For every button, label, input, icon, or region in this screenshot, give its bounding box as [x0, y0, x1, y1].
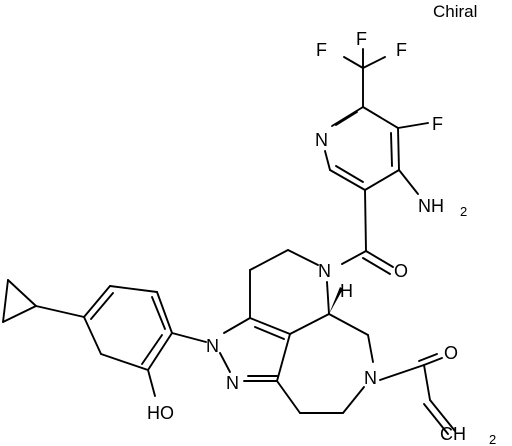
carbonyl-oxygen: O	[394, 261, 408, 281]
amide-carbonyl: O	[341, 189, 408, 281]
azepane-nitrogen: N	[364, 368, 377, 388]
tricyclic-core: N H N N N	[206, 249, 377, 414]
acryl-oxygen: O	[444, 343, 458, 363]
fluorine-atom-left: F	[316, 40, 327, 60]
trifluoromethyl-group: F F F	[316, 29, 407, 108]
chiral-label: Chiral	[433, 2, 477, 21]
fluorine-atom-top: F	[356, 29, 367, 49]
hydroxyl-group: HO	[147, 403, 174, 423]
pyrazole-nitrogen-2: N	[226, 373, 239, 393]
stereocenter-hydrogen: H	[340, 281, 353, 301]
acryloyl-group: O CH 2	[379, 343, 496, 446]
amino-nitrogen: NH	[418, 196, 444, 216]
amide-nitrogen: N	[318, 261, 331, 281]
fluorine-atom-ring: F	[432, 114, 443, 134]
methylene-subscript: 2	[489, 432, 496, 446]
amino-subscript: 2	[460, 204, 467, 219]
pyrazole-nitrogen-1: N	[206, 336, 219, 356]
fluorine-atom-right: F	[396, 40, 407, 60]
methylene-carbon: CH	[440, 424, 466, 444]
pyridine-nitrogen: N	[315, 130, 328, 150]
stereo-wedge-bond	[329, 287, 343, 314]
cyclopropyl-hydroxyphenyl: HO	[2, 279, 207, 423]
aminofluoropyridine-ring: N F NH 2	[315, 106, 467, 219]
